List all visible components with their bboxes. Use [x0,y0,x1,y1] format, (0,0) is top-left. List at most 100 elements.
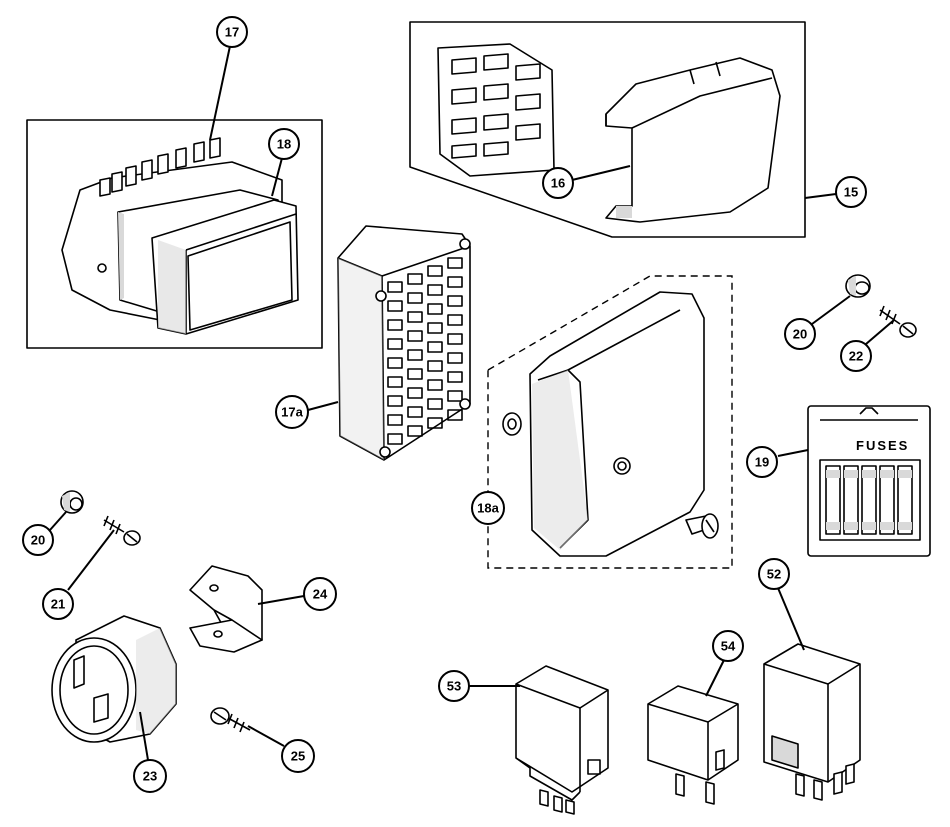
terminal-block-panel [409,21,806,238]
callout-21: 21 [42,588,74,620]
callout-18: 18 [268,128,300,160]
callout-53: 53 [438,670,470,702]
relay-terminals [99,137,221,197]
relay-54 [647,685,739,805]
fuse-cover-dashed-outline [487,275,733,569]
callout-label: 17 [225,25,239,40]
fuse-cap [898,522,912,530]
fuse-slot [447,409,463,421]
fuse-slot [427,360,443,372]
callout-54: 54 [712,630,744,662]
fuse-cap [862,522,876,530]
cover-screw [685,513,719,539]
fuse-slot [427,265,443,277]
callout-25: 25 [281,739,315,773]
callout-17a: 17a [275,395,309,429]
fuse-slot [387,338,403,350]
fuse-box [337,225,471,461]
fuse-cartridge [861,465,877,535]
screw-bottom [210,707,251,733]
flasher-unit [51,615,177,743]
nut-right [845,274,871,298]
terminal-block-frame [409,21,806,238]
callout-label: 18a [477,501,499,516]
fuse-slot [447,314,463,326]
callout-label: 52 [767,567,781,582]
callout-18a: 18a [471,491,505,525]
callout-label: 25 [291,749,305,764]
fuse-slot [427,284,443,296]
fuse-slot [447,371,463,383]
fuse-cap [880,470,894,478]
fuse-cartridge [825,465,841,535]
callout-17: 17 [216,16,248,48]
fuse-slot [407,368,423,380]
fuse-cap [880,522,894,530]
fuse-pack: FUSES [807,405,931,557]
fuse-slot [407,425,423,437]
flasher-terminal [73,655,85,689]
fuse-slot [447,352,463,364]
fuse-cap [862,470,876,478]
callout-20-right: 20 [784,318,816,350]
callout-19: 19 [746,446,778,478]
callout-22: 22 [840,340,872,372]
fuse-cartridge [843,465,859,535]
relay-block-frame [26,119,323,349]
fuse-box-slots [387,257,463,445]
callout-16: 16 [542,167,574,199]
fuse-slot [447,276,463,288]
fuse-slot [407,311,423,323]
flasher-face [51,637,137,743]
fuse-cap [844,522,858,530]
callout-label: 22 [849,349,863,364]
fuse-slot [387,319,403,331]
fuse-cover-group [487,275,733,569]
fuse-slot [387,376,403,388]
callout-label: 20 [31,533,45,548]
callout-52: 52 [758,558,790,590]
fuse-slot [447,257,463,269]
callout-label: 15 [844,185,858,200]
fuse-slot [407,349,423,361]
fuse-slot [407,292,423,304]
bracket [189,565,263,653]
fuse-slot [427,417,443,429]
callout-label: 18 [277,137,291,152]
fuse-slot [387,281,403,293]
screw-right [879,305,917,338]
callout-label: 23 [143,769,157,784]
callout-label: 17a [281,405,303,420]
fuse-cap [844,470,858,478]
fuse-pack-fuses [825,465,913,535]
callout-20-left: 20 [22,524,54,556]
fuse-slot [387,414,403,426]
fuse-slot [447,295,463,307]
callout-label: 53 [447,679,461,694]
fuse-slot [407,330,423,342]
terminal-cover [605,57,781,223]
fuse-cartridge [897,465,913,535]
callout-label: 21 [51,597,65,612]
callout-23: 23 [133,759,167,793]
relay-block-panel [26,119,323,349]
fuse-cap [826,522,840,530]
mounting-hole [97,263,107,273]
callout-24: 24 [303,577,337,611]
fuse-slot [387,300,403,312]
fuse-pack-label: FUSES [856,438,909,453]
fuse-slot [407,273,423,285]
cover-screw-hole [613,457,631,475]
fuse-pack-card [807,405,931,557]
callout-label: 54 [721,639,736,654]
flasher-terminal [93,693,109,723]
fuse-slot [427,322,443,334]
callout-label: 24 [313,587,328,602]
fuse-slot [427,398,443,410]
fuse-cap [898,470,912,478]
terminal-tabs [451,53,541,159]
bracket-body [189,565,263,647]
callout-15: 15 [835,176,867,208]
screw-left [103,515,141,546]
